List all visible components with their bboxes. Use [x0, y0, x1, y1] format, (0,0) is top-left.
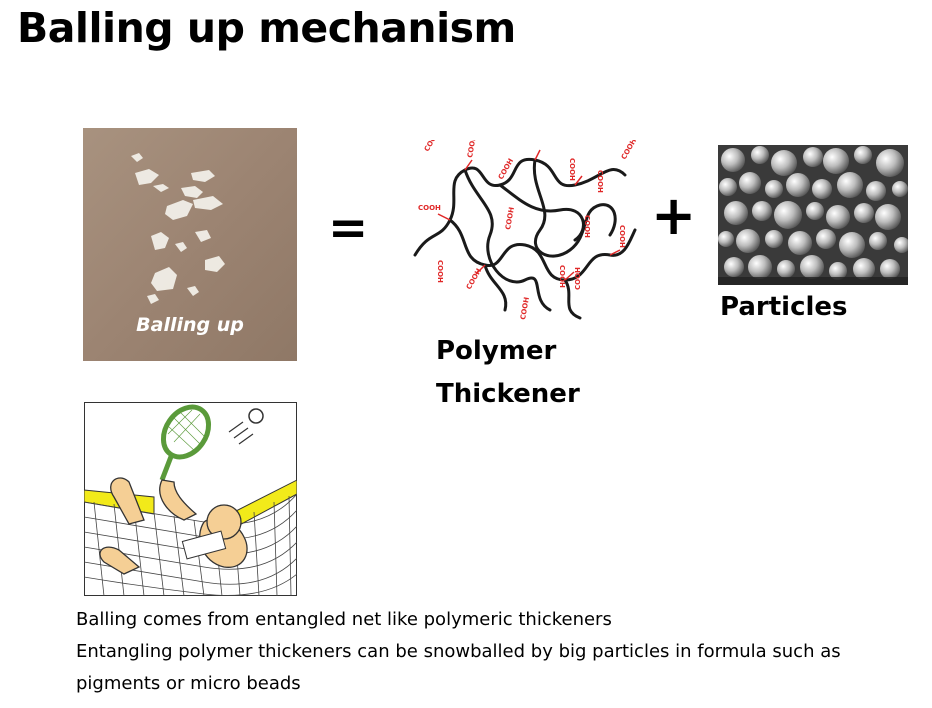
body-line-1: Balling comes from entangled net like po… — [76, 609, 612, 630]
polymer-thickener-label: Polymer Thickener — [436, 330, 580, 416]
equals-sign: = — [328, 200, 369, 256]
body-text: Balling comes from entangled net like po… — [76, 604, 916, 700]
svg-text:COOH: COOH — [519, 296, 531, 320]
particles-label: Particles — [720, 292, 848, 322]
svg-text:COOH: COOH — [558, 265, 566, 288]
svg-text:COOH: COOH — [574, 267, 582, 290]
svg-text:COOH: COOH — [618, 225, 626, 248]
polymer-label-line1: Polymer — [436, 336, 557, 366]
body-line-2: Entangling polymer thickeners can be sno… — [76, 641, 841, 694]
svg-text:COOH: COOH — [583, 215, 591, 238]
polymer-thickener-diagram: COOH COOH COOH COOH COOH COOH COOH COOH … — [413, 140, 638, 320]
svg-text:COOH: COOH — [423, 140, 441, 153]
svg-text:COOH: COOH — [620, 140, 638, 161]
polymer-label-line2: Thickener — [436, 379, 580, 409]
page-title: Balling up mechanism — [17, 4, 516, 52]
balling-up-caption: Balling up — [136, 314, 244, 336]
svg-text:COOH: COOH — [418, 204, 441, 212]
plus-sign: + — [651, 184, 697, 247]
svg-text:COOH: COOH — [596, 170, 604, 193]
balling-up-photo — [83, 128, 297, 361]
svg-text:COOH: COOH — [466, 140, 478, 158]
svg-text:COOH: COOH — [504, 206, 516, 230]
tennis-net-cartoon — [84, 402, 297, 596]
particles-sem-image — [718, 145, 908, 285]
svg-text:COOH: COOH — [568, 158, 576, 181]
svg-text:COOH: COOH — [465, 267, 483, 291]
svg-text:COOH: COOH — [436, 260, 444, 283]
